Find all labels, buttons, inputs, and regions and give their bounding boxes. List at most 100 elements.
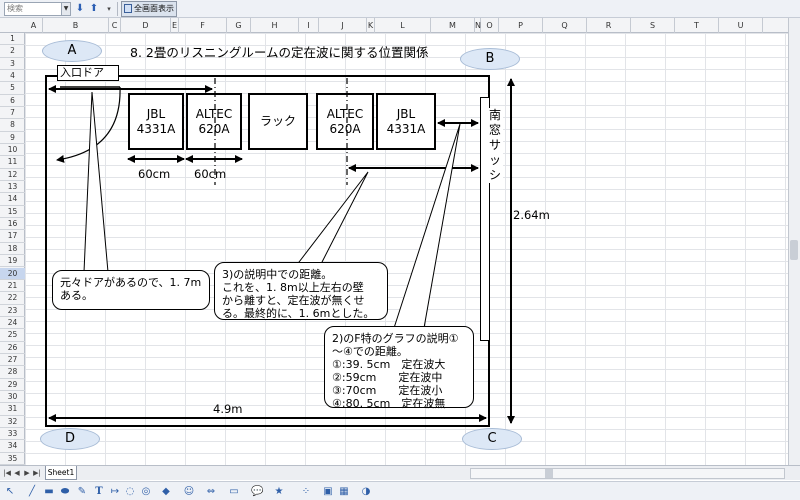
dimension-60cm-left[interactable]: 60cm [138,167,171,181]
horizontal-scroll-thumb[interactable] [545,469,553,478]
basic-shapes-icon[interactable]: ◆ [162,486,170,497]
search-down-icon[interactable]: ⬇ [75,3,85,14]
column-header-cell[interactable]: Q [543,18,587,33]
sheet-tab[interactable]: Sheet1 [45,466,77,480]
callout-3[interactable]: 3)の説明中での距離。 これを、1. 8m以上左右の壁 から離すと、定在波が無く… [214,262,388,320]
row-header-cell[interactable]: 19 [0,255,25,268]
callouts-icon[interactable]: 💬 [251,486,264,497]
extrusion-icon[interactable]: ◑ [361,486,371,497]
door-label[interactable]: 入口ドア [57,65,119,81]
column-header-cell[interactable]: H [251,18,299,33]
curve-icon[interactable]: ◎ [141,486,151,497]
search-input[interactable]: 検索 [4,2,62,16]
connector-icon[interactable]: ↦ [110,486,120,497]
row-header-cell[interactable]: 22 [0,292,25,305]
row-header-cell[interactable]: 20 [0,267,25,280]
prev-sheet-icon[interactable]: ◀ [14,469,20,477]
speaker-left-altec[interactable]: ALTEC 620A [186,93,242,150]
row-header-cell[interactable]: 35 [0,453,25,465]
callout-door[interactable]: 元々ドアがあるので、1. 7m ある。 [52,270,210,310]
column-header-cell[interactable]: C [109,18,121,33]
row-header-cell[interactable]: 30 [0,391,25,404]
more-icon[interactable]: ▾ [107,5,111,13]
callout-2[interactable]: 2)のF特のグラフの説明① ～④での距離。 ①:39. 5cm 定在波大 ②:5… [324,326,474,410]
show-all-button[interactable]: 全画面表示 [121,1,177,17]
points-icon[interactable]: ⁘ [301,486,311,497]
column-header-cell[interactable]: B [43,18,109,33]
row-header-cell[interactable]: 18 [0,243,25,256]
column-header-cell[interactable]: D [121,18,171,33]
dimension-depth[interactable]: 2.64m [513,208,550,222]
symbol-shapes-icon[interactable]: ☺ [183,486,195,497]
text-icon[interactable]: T [95,486,103,497]
row-header-cell[interactable]: 32 [0,416,25,428]
speaker-right-jbl[interactable]: JBL 4331A [376,93,436,150]
column-header-cell[interactable]: N [475,18,481,33]
column-header-cell[interactable]: G [227,18,251,33]
rack-box[interactable]: ラック [248,93,308,150]
flowchart-icon[interactable]: ▭ [229,486,239,497]
row-header-cell[interactable]: 21 [0,280,25,293]
row-header-cell[interactable]: 9 [0,132,25,145]
row-header-cell[interactable]: 2 [0,45,25,58]
ellipse-icon[interactable]: ⬬ [60,486,70,497]
column-header-cell[interactable]: S [631,18,675,33]
horizontal-scrollbar[interactable] [470,468,785,479]
row-header-cell[interactable]: 31 [0,403,25,416]
column-header-cell[interactable]: A [25,18,43,33]
row-header-cell[interactable]: 29 [0,379,25,391]
corner-marker-c[interactable]: C [462,428,522,450]
column-header-cell[interactable]: F [179,18,227,33]
corner-marker-d[interactable]: D [40,428,100,450]
window-label[interactable]: 南窓サッシ [487,108,503,183]
next-sheet-icon[interactable]: ▶ [24,469,30,477]
search-up-icon[interactable]: ⬆ [89,3,99,14]
row-header-cell[interactable]: 5 [0,82,25,95]
line-icon[interactable]: ╱ [28,486,36,497]
row-header-cell[interactable]: 34 [0,440,25,453]
corner-marker-a[interactable]: A [42,40,102,62]
row-header-cell[interactable]: 15 [0,206,25,219]
row-header-cell[interactable]: 28 [0,366,25,379]
row-header-cell[interactable]: 33 [0,428,25,441]
rectangle-icon[interactable]: ▬ [44,486,54,497]
fontwork-icon[interactable]: ▣ [323,486,333,497]
column-header-cell[interactable]: T [675,18,719,33]
row-header-cell[interactable]: 13 [0,181,25,194]
row-header-cell[interactable]: 6 [0,95,25,108]
row-header-cell[interactable]: 1 [0,33,25,46]
row-header-cell[interactable]: 24 [0,317,25,330]
vertical-scroll-thumb[interactable] [790,240,798,260]
column-header-cell[interactable]: M [431,18,475,33]
last-sheet-icon[interactable]: ▶| [33,469,41,477]
column-header-cell[interactable]: J [319,18,367,33]
column-header-cell[interactable]: I [299,18,319,33]
callout-icon[interactable]: ◌ [125,486,135,497]
stars-icon[interactable]: ★ [274,486,284,497]
row-header-cell[interactable]: 8 [0,119,25,132]
row-header-cell[interactable]: 26 [0,342,25,354]
column-header-cell[interactable]: K [367,18,375,33]
row-header-cell[interactable]: 23 [0,305,25,317]
column-header-cell[interactable]: R [587,18,631,33]
first-sheet-icon[interactable]: |◀ [3,469,11,477]
row-header-cell[interactable]: 11 [0,156,25,169]
dimension-60cm-right[interactable]: 60cm [194,167,227,181]
column-header-cell[interactable]: E [171,18,179,33]
dropdown-icon[interactable]: ▼ [62,2,71,16]
row-header-cell[interactable]: 27 [0,354,25,367]
image-icon[interactable]: ▦ [339,486,349,497]
row-header-cell[interactable]: 4 [0,70,25,83]
select-icon[interactable]: ↖ [5,486,15,497]
speaker-left-jbl[interactable]: JBL 4331A [128,93,184,150]
column-header-cell[interactable]: O [481,18,499,33]
row-header-cell[interactable]: 14 [0,193,25,206]
row-header-cell[interactable]: 7 [0,107,25,120]
row-header-cell[interactable]: 12 [0,169,25,182]
row-header-cell[interactable]: 17 [0,230,25,243]
column-header-cell[interactable]: L [375,18,431,33]
row-header-cell[interactable]: 3 [0,58,25,70]
speaker-right-altec[interactable]: ALTEC 620A [316,93,374,150]
drawing-title[interactable]: 8. 2畳のリスニングルームの定在波に関する位置関係 [130,45,429,60]
corner-marker-b[interactable]: B [460,48,520,70]
